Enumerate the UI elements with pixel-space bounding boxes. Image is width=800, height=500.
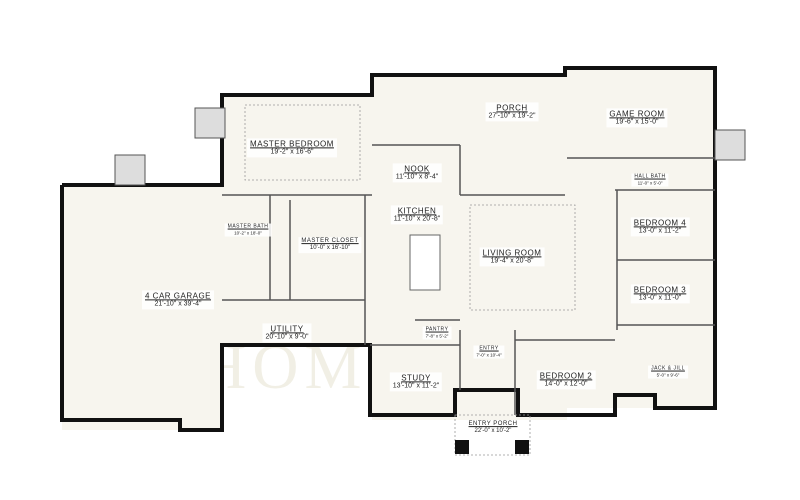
room-dims: 19'-2" x 16'-6" xyxy=(270,148,314,156)
room-dims: 13'-0" x 11'-2" xyxy=(638,227,682,235)
room-name: PANTRY xyxy=(425,326,449,333)
floor-fill xyxy=(62,68,715,430)
planters xyxy=(114,107,746,186)
exterior-walls xyxy=(60,66,717,432)
room-name: BEDROOM 4 xyxy=(633,218,687,228)
columns xyxy=(455,440,529,454)
room-dims: 10'-2" x 18'-0" xyxy=(234,230,262,236)
kitchen-island xyxy=(409,234,441,291)
room-dims: 21'-10" x 39'-4" xyxy=(154,300,202,308)
room-name: GAME ROOM xyxy=(609,109,665,119)
room-name: ENTRY PORCH xyxy=(468,421,518,428)
ceiling-lines xyxy=(244,104,576,456)
room-name: STUDY xyxy=(401,373,431,383)
room-name: BEDROOM 3 xyxy=(633,285,687,295)
room-name: LIVING ROOM xyxy=(482,248,542,258)
room-name: MASTER BATH xyxy=(227,223,269,230)
room-name: HALL BATH xyxy=(634,173,666,180)
room-name: 4 CAR GARAGE xyxy=(144,291,212,301)
interior-walls xyxy=(222,144,715,415)
room-dims: 11'-10" x 8'-4" xyxy=(395,173,439,181)
room-dims: 22'-0" x 10'-2" xyxy=(474,428,512,434)
room-dims: 19'-6" x 15'-0" xyxy=(615,118,659,126)
room-name: KITCHEN xyxy=(397,206,437,216)
room-name: PORCH xyxy=(496,103,528,113)
room-dims: 13'-0" x 11'-0" xyxy=(638,294,682,302)
room-dims: 7'-8" x 5'-2" xyxy=(425,333,449,339)
room-dims: 7'-0" x 10'-4" xyxy=(476,352,502,358)
room-dims: 19'-4" x 20'-8" xyxy=(490,257,534,265)
room-dims: 10'-0" x 16'-10" xyxy=(309,245,351,251)
room-name: BEDROOM 2 xyxy=(539,371,593,381)
room-dims: 5'-0" x 9'-6" xyxy=(656,372,680,378)
room-name: MASTER BEDROOM xyxy=(250,139,334,149)
room-dims: 11'-0" x 5'-0" xyxy=(637,180,663,186)
room-dims: 20'-10" x 9'-0" xyxy=(265,333,309,341)
room-name: JACK & JILL xyxy=(651,365,685,372)
room-dims: 27'-10" x 19'-2" xyxy=(488,112,536,120)
room-name: MASTER CLOSET xyxy=(301,238,359,245)
room-dims: 11'-10" x 20'-8" xyxy=(393,215,441,223)
room-name: UTILITY xyxy=(270,324,304,334)
room-dims: 14'-0" x 12'-0" xyxy=(544,380,588,388)
room-dims: 13'-10" x 11'-2" xyxy=(392,382,440,390)
room-name: ENTRY xyxy=(479,345,499,352)
room-name: NOOK xyxy=(404,164,430,174)
